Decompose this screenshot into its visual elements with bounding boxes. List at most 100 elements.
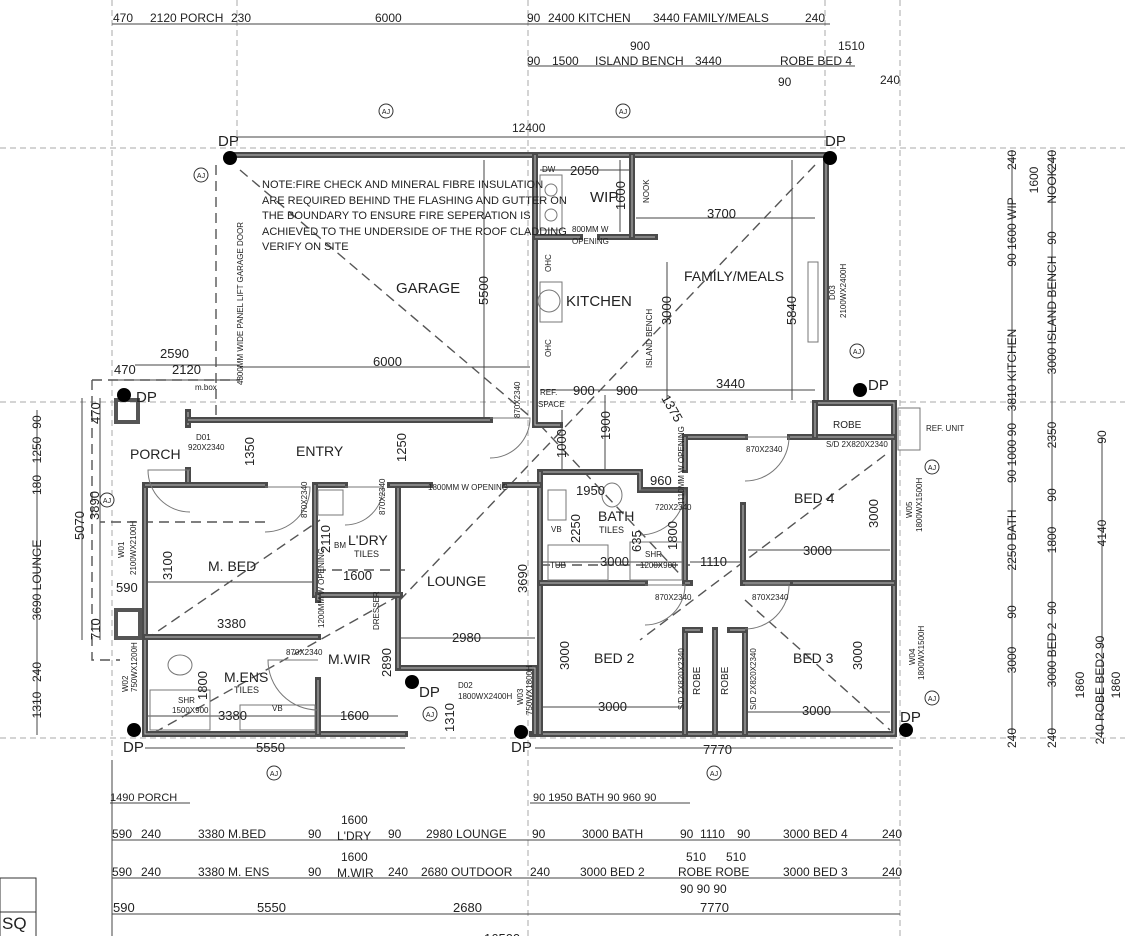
interior-dimension: 3000: [598, 699, 627, 714]
right-dimension: 240: [1005, 150, 1019, 170]
door-swing: [264, 486, 311, 533]
right-dimension: 90 1600 WIP: [1005, 197, 1019, 266]
bottom-dimension: 90: [308, 865, 322, 879]
tag-label: TUB: [550, 561, 566, 570]
tag-label: DW: [542, 165, 556, 174]
bottom-dimension: 240: [141, 827, 161, 841]
tag-label: 1800WX1500H: [917, 626, 926, 680]
top-dimension: 2400 KITCHEN: [548, 11, 631, 25]
fixture: [317, 489, 344, 516]
junction-label: AJ: [426, 712, 434, 719]
wall-core: [534, 155, 560, 426]
tag-label: S/D 2X820X2340: [677, 648, 686, 710]
tag-label: 2100WX2100H: [129, 521, 138, 575]
door-swing: [644, 584, 686, 626]
junction-label: AJ: [928, 696, 936, 703]
right-dimension: 240: [1045, 728, 1059, 748]
room-label: KITCHEN: [566, 293, 632, 310]
tag-label: W04: [908, 648, 917, 665]
interior-dimension: 7770: [703, 742, 732, 757]
top-dimension: 2120 PORCH: [150, 11, 223, 25]
porch-pillar: [114, 608, 142, 640]
bottom-dimension: 510: [686, 850, 706, 864]
tag-label: m.box: [195, 383, 217, 392]
interior-dimension: 3380: [218, 708, 247, 723]
junction-label: AJ: [853, 349, 861, 356]
fixture: [807, 261, 819, 343]
bottom-dimension: 1600: [341, 850, 368, 864]
junction-label: AJ: [197, 173, 205, 180]
tag-label: 720X2340: [655, 503, 692, 512]
bottom-dimension: 90: [680, 827, 694, 841]
markers: [99, 103, 940, 781]
interior-dimension: 2250: [568, 514, 583, 543]
fire-note-line: THE BOUNDARY TO ENSURE FIRE SEPERATION I…: [262, 210, 531, 222]
right-dimension: 90: [1045, 601, 1059, 615]
bottom-dimension: 1600: [341, 813, 368, 827]
interior-dimension: 1600: [343, 568, 372, 583]
door-swing: [744, 436, 790, 482]
tag-label: 2100WX2400H: [839, 264, 848, 318]
tag-label: 1500X900: [172, 706, 209, 715]
interior-dimension: 635: [629, 530, 644, 552]
tag-label: OHC: [544, 254, 553, 272]
dashed-line: [539, 424, 691, 586]
tag-label: 750WX1200H: [130, 642, 139, 692]
right-dimension: 1600: [1027, 166, 1041, 193]
tag-label: 870X2340: [513, 381, 522, 418]
dashed-line: [91, 380, 120, 661]
interior-dimension: 470: [114, 362, 136, 377]
bottom-dimension: 90: [388, 827, 402, 841]
downpipe-dot: [117, 388, 131, 402]
room-label: M. BED: [208, 558, 256, 574]
interior-dimension: 590: [116, 580, 138, 595]
fixture: [149, 689, 211, 731]
right-dimension: 240 ROBE BED2 90: [1093, 635, 1107, 744]
left-dimension: 1310: [30, 691, 44, 718]
room-label: GARAGE: [396, 280, 460, 297]
bottom-dimension: 590: [113, 900, 135, 915]
finish-label: TILES: [599, 525, 624, 535]
fixture: [539, 281, 563, 323]
interior-dimension: 3000: [802, 703, 831, 718]
tag-label: 4800MM WIDE PANEL LIFT GARAGE DOOR: [236, 222, 245, 385]
interior-dimension: 1310: [442, 703, 457, 732]
tag-label: DRESSER: [372, 591, 381, 630]
right-dimension: 90: [1045, 488, 1059, 502]
room-label: M.ENS: [224, 669, 268, 685]
wall: [395, 665, 538, 737]
interior-dimension: 1800: [195, 671, 210, 700]
bottom-dimension: 3380 M.BED: [198, 827, 266, 841]
top-dimension: 6000: [375, 11, 402, 25]
bottom-dimension: 90 90 90: [680, 882, 727, 896]
downpipe-dot: [405, 675, 419, 689]
bottom-dimension: 7770: [700, 900, 729, 915]
interior-dimension: 900: [573, 383, 595, 398]
right-dimension: 3000 ISLAND BENCH: [1045, 256, 1059, 375]
top-dimension: 90: [527, 11, 541, 25]
interior-dimension: 5840: [784, 296, 799, 325]
tag-label: S/D 2X820X2340: [749, 648, 758, 710]
downpipe-dot: [853, 383, 867, 397]
fire-note-line: ACHIEVED TO THE UNDERSIDE OF THE ROOF CL…: [262, 226, 567, 238]
interior-dimension: 3000: [850, 641, 865, 670]
bottom-dimension: 240: [882, 865, 902, 879]
downpipe-dot: [514, 725, 528, 739]
tag-label: 870X2340: [300, 481, 309, 518]
bottom-dimension: 90: [532, 827, 546, 841]
fixture: [539, 174, 563, 231]
bottom-dimension: 3000 BED 2: [580, 865, 645, 879]
junction-label: AJ: [710, 771, 718, 778]
right-dimension: 2250 BATH: [1005, 509, 1019, 570]
tag-label: W01: [117, 541, 126, 558]
fixture: [167, 654, 193, 676]
door-swing: [744, 584, 790, 630]
interior-dimension: 1250: [394, 433, 409, 462]
door-swing: [344, 486, 384, 526]
downpipe-label: DP: [868, 377, 889, 394]
door-swing: [489, 417, 531, 459]
bottom-dimension: 2680: [453, 900, 482, 915]
tag-label: 870X2340: [752, 593, 789, 602]
right-dimension: 2350: [1045, 421, 1059, 448]
